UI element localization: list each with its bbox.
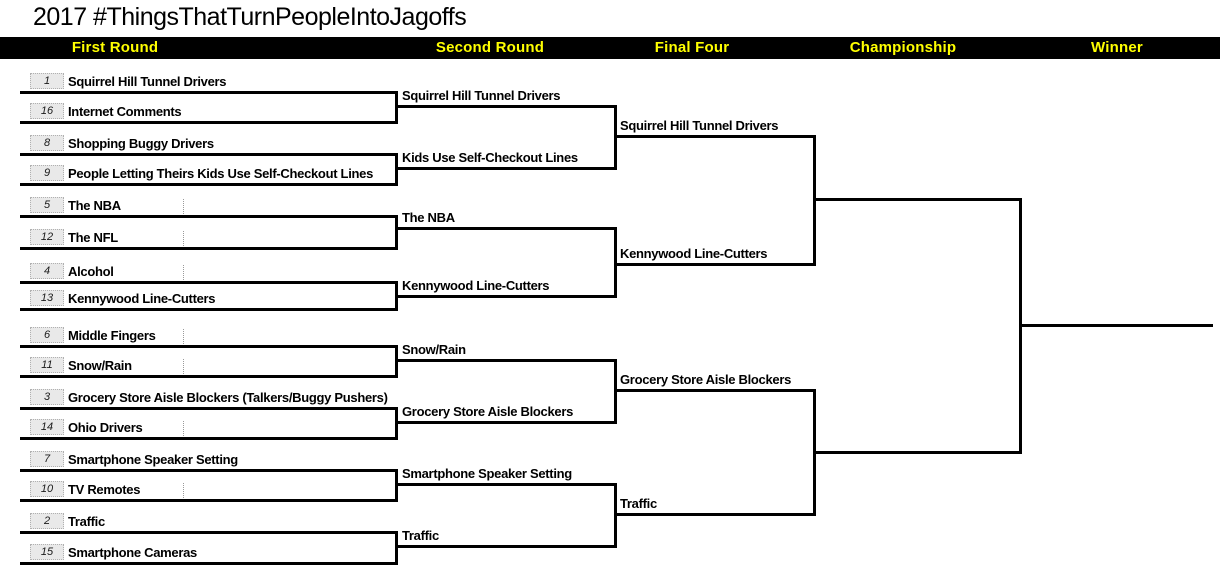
first-round-line (20, 437, 398, 440)
seed-badge: 6 (30, 327, 64, 343)
first-round-entry-name: The NFL (68, 230, 118, 245)
first-round-line (20, 91, 398, 94)
seed-badge: 11 (30, 357, 64, 373)
seed-badge: 12 (30, 229, 64, 245)
second-round-line (395, 105, 617, 108)
second-round-connector (614, 227, 617, 298)
round-header-winner: Winner (1091, 39, 1143, 56)
cell-border-tick (183, 359, 184, 374)
first-round-line (20, 562, 398, 565)
first-round-entry-name: Squirrel Hill Tunnel Drivers (68, 74, 227, 89)
cell-border-tick (183, 199, 184, 214)
first-round-line (20, 469, 398, 472)
first-round-entry-name: Smartphone Cameras (68, 545, 197, 560)
cell-border-tick (183, 483, 184, 498)
seed-badge: 15 (30, 544, 64, 560)
seed-badge: 2 (30, 513, 64, 529)
bracket-title: 2017 #ThingsThatTurnPeopleIntoJagoffs (33, 3, 467, 31)
second-round-line (395, 545, 617, 548)
first-round-connector (395, 531, 398, 565)
round-header-championship: Championship (849, 39, 957, 56)
first-round-entry-name: Kennywood Line-Cutters (68, 291, 216, 306)
second-round-entry-name: The NBA (402, 210, 455, 225)
first-round-connector (395, 215, 398, 250)
first-round-line (20, 247, 398, 250)
championship-line (813, 198, 1022, 201)
round-header-first-round: First Round (71, 39, 159, 56)
second-round-entry-name: Traffic (402, 528, 439, 543)
final-four-entry-name: Squirrel Hill Tunnel Drivers (620, 118, 779, 133)
final-four-line (614, 389, 816, 392)
first-round-entry-name: Middle Fingers (68, 328, 156, 343)
first-round-line (20, 308, 398, 311)
first-round-line (20, 183, 398, 186)
first-round-line (20, 281, 398, 284)
first-round-line (20, 121, 398, 124)
second-round-entry-name: Squirrel Hill Tunnel Drivers (402, 88, 561, 103)
first-round-line (20, 215, 398, 218)
second-round-line (395, 167, 617, 170)
seed-badge: 7 (30, 451, 64, 467)
seed-badge: 1 (30, 73, 64, 89)
second-round-line (395, 359, 617, 362)
first-round-entry-name: TV Remotes (68, 482, 141, 497)
cell-border-tick (183, 329, 184, 344)
seed-badge: 16 (30, 103, 64, 119)
second-round-entry-name: Grocery Store Aisle Blockers (402, 404, 574, 419)
second-round-entry-name: Snow/Rain (402, 342, 466, 357)
first-round-entry-name: Traffic (68, 514, 105, 529)
seed-badge: 4 (30, 263, 64, 279)
first-round-entry-name: Ohio Drivers (68, 420, 143, 435)
seed-badge: 14 (30, 419, 64, 435)
first-round-line (20, 153, 398, 156)
first-round-entry-name: People Letting Theirs Kids Use Self-Chec… (68, 166, 374, 181)
final-four-line (614, 263, 816, 266)
final-four-line (614, 513, 816, 516)
final-four-entry-name: Kennywood Line-Cutters (620, 246, 768, 261)
seed-badge: 10 (30, 481, 64, 497)
seed-badge: 3 (30, 389, 64, 405)
second-round-entry-name: Kennywood Line-Cutters (402, 278, 550, 293)
seed-badge: 13 (30, 290, 64, 306)
final-four-entry-name: Traffic (620, 496, 657, 511)
second-round-line (395, 483, 617, 486)
seed-badge: 8 (30, 135, 64, 151)
first-round-entry-name: Internet Comments (68, 104, 182, 119)
seed-badge: 9 (30, 165, 64, 181)
second-round-line (395, 421, 617, 424)
round-header-second-round: Second Round (435, 39, 545, 56)
cell-border-tick (183, 265, 184, 280)
first-round-line (20, 531, 398, 534)
second-round-line (395, 295, 617, 298)
round-header-final-four: Final Four (654, 39, 730, 56)
first-round-entry-name: Snow/Rain (68, 358, 132, 373)
second-round-entry-name: Kids Use Self-Checkout Lines (402, 150, 578, 165)
first-round-line (20, 407, 398, 410)
cell-border-tick (183, 231, 184, 246)
first-round-entry-name: Alcohol (68, 264, 114, 279)
first-round-entry-name: Grocery Store Aisle Blockers (Talkers/Bu… (68, 390, 388, 405)
championship-line (813, 451, 1022, 454)
cell-border-tick (183, 421, 184, 436)
first-round-line (20, 499, 398, 502)
second-round-line (395, 227, 617, 230)
final-four-line (614, 135, 816, 138)
first-round-entry-name: Shopping Buggy Drivers (68, 136, 214, 151)
first-round-entry-name: Smartphone Speaker Setting (68, 452, 238, 467)
round-header-bar: First Round Second Round Final Four Cham… (0, 37, 1220, 59)
first-round-entry-name: The NBA (68, 198, 121, 213)
final-four-entry-name: Grocery Store Aisle Blockers (620, 372, 792, 387)
second-round-entry-name: Smartphone Speaker Setting (402, 466, 572, 481)
first-round-line (20, 345, 398, 348)
winner-line (1019, 324, 1213, 327)
seed-badge: 5 (30, 197, 64, 213)
first-round-line (20, 375, 398, 378)
